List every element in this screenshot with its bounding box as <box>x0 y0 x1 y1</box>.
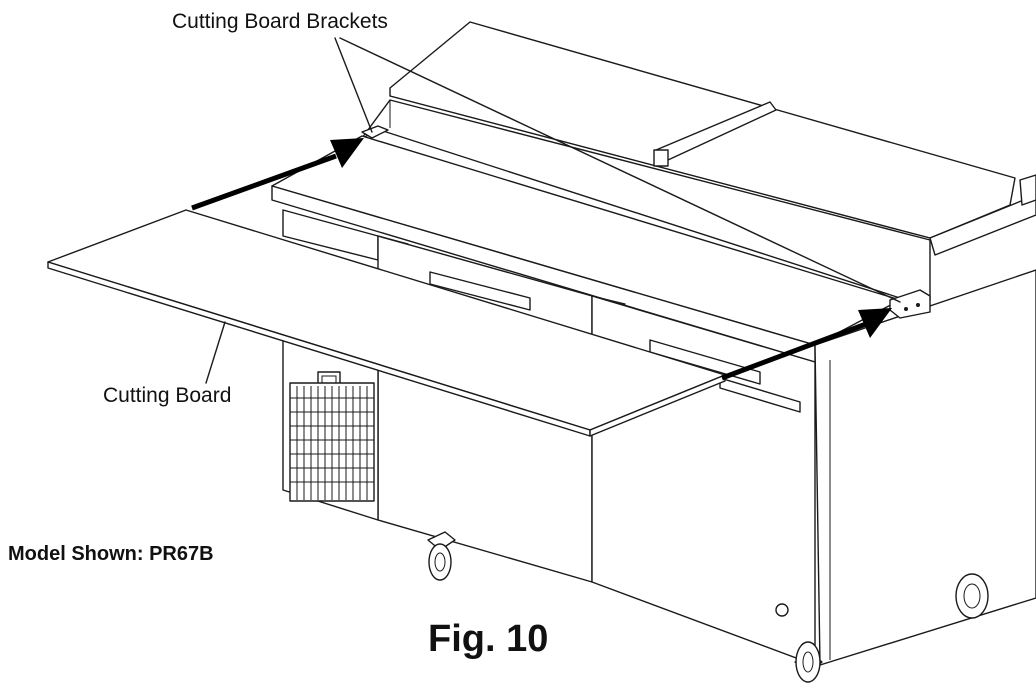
caster-back-right <box>955 573 989 619</box>
figure-number: Fig. 10 <box>428 618 549 660</box>
model-shown-label: Model Shown: PR67B <box>8 543 214 565</box>
lid-hinge-middle <box>653 101 777 167</box>
bracket-left <box>361 125 389 139</box>
cutting-board-brackets-label: Cutting Board Brackets <box>172 10 388 33</box>
arrow-right <box>721 308 892 381</box>
leader-cutting-board <box>205 321 226 384</box>
cutting-board-shape <box>47 209 726 437</box>
arrow-left <box>191 138 364 211</box>
leader-brackets <box>334 37 901 303</box>
lid-right-edge <box>929 174 1036 256</box>
caster-left <box>427 531 456 581</box>
caster-front-right <box>794 641 823 683</box>
vent-grille <box>289 382 375 502</box>
cutting-board-label: Cutting Board <box>103 384 232 407</box>
thermometer-dial <box>775 603 789 617</box>
